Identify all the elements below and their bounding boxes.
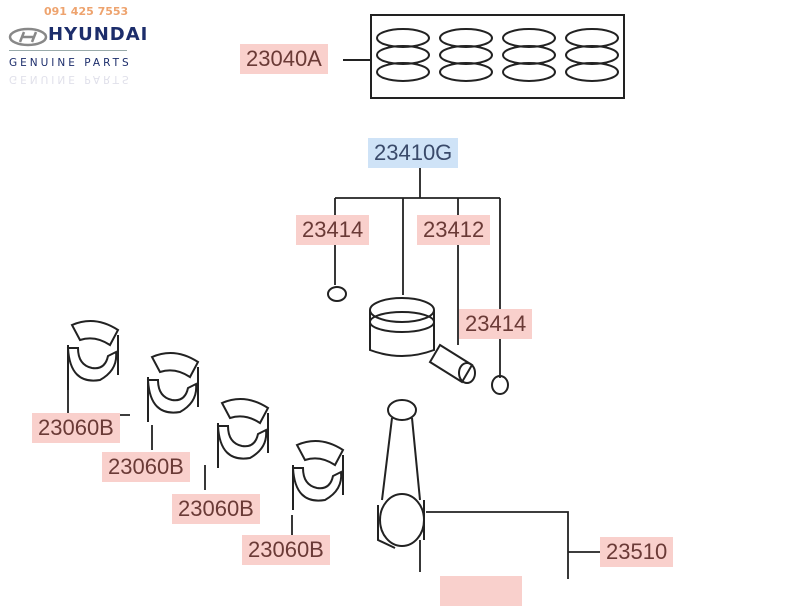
part-label-snap-ring-right[interactable]: 23414	[459, 309, 533, 339]
logo-divider	[9, 50, 127, 51]
part-label-bearing-4[interactable]: 23060B	[242, 535, 330, 565]
brand-name: HYUNDAI	[48, 24, 149, 45]
hyundai-logo-icon	[8, 27, 48, 47]
piston-ring-set-drawing	[370, 14, 625, 99]
dealer-phone: 091 425 7553	[44, 5, 129, 18]
part-label-piston-pin[interactable]: 23412	[417, 215, 491, 245]
parts-diagram	[66, 14, 625, 579]
part-label-bearing-1[interactable]: 23060B	[32, 413, 120, 443]
piston-drawing	[369, 297, 435, 357]
connecting-rod-drawing	[377, 399, 425, 549]
part-label-snap-ring-left[interactable]: 23414	[296, 215, 370, 245]
part-label-bearing-3[interactable]: 23060B	[172, 494, 260, 524]
part-label-piston-ring-set[interactable]: 23040A	[240, 44, 328, 74]
piston-pin-drawing	[428, 343, 476, 384]
tagline: GENUINE PARTS	[9, 57, 132, 69]
bearing-drawings	[66, 320, 344, 511]
part-label-bearing-2[interactable]: 23060B	[102, 452, 190, 482]
part-label-cut-off[interactable]	[440, 576, 522, 606]
part-label-connecting-rod[interactable]: 23510	[600, 537, 674, 567]
part-label-piston-assy[interactable]: 23410G	[368, 138, 459, 168]
